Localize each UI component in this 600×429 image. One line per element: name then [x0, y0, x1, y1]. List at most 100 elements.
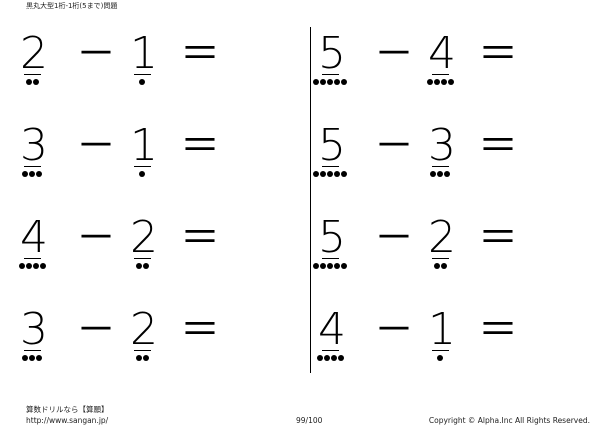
counting-dot: [341, 79, 347, 85]
counting-dot: [341, 171, 347, 177]
minuend-counting-dots: [313, 263, 347, 270]
minuend-counting-dots: [19, 263, 46, 270]
minuend-operand: 3: [20, 120, 48, 178]
subtrahend-operand: 1: [130, 120, 158, 178]
subtrahend-digit: 2: [428, 212, 456, 263]
counting-dot: [444, 171, 450, 177]
counting-dot: [313, 79, 319, 85]
minuend-operand: 5: [313, 120, 347, 178]
subtrahend-counting-dots: [139, 171, 145, 178]
counting-dot: [143, 263, 149, 269]
counting-dot: [327, 263, 333, 269]
counting-dot: [327, 79, 333, 85]
subtrahend-operand: 1: [130, 28, 158, 86]
subtrahend-counting-dots: [427, 79, 454, 86]
subtraction-problem: 4－2＝: [19, 212, 280, 270]
subtrahend-underline: [432, 350, 449, 351]
counting-dot: [36, 355, 42, 361]
minuend-digit: 3: [20, 304, 48, 355]
minuend-operand: 5: [313, 28, 347, 86]
subtrahend-digit: 1: [130, 120, 158, 171]
minuend-underline: [24, 74, 41, 75]
subtrahend-digit: 1: [130, 28, 158, 79]
subtrahend-underline: [432, 166, 449, 167]
minuend-counting-dots: [22, 171, 42, 178]
subtraction-problem: 4 － 1 ＝: [317, 304, 578, 362]
minus-sign: －: [76, 31, 116, 77]
subtrahend-operand: 2: [130, 212, 158, 270]
counting-dot: [313, 171, 319, 177]
counting-dot: [313, 263, 319, 269]
minuend-operand: 4: [317, 304, 346, 362]
subtrahend-counting-dots: [437, 355, 443, 362]
counting-dot: [139, 79, 145, 85]
minuend-underline: [24, 258, 41, 259]
minus-sign: －: [76, 215, 116, 261]
counting-dot: [136, 355, 142, 361]
minuend-digit: 3: [20, 120, 48, 171]
equals-sign: ＝: [180, 31, 220, 77]
minuend-operand: 3: [20, 304, 48, 362]
minuend-underline: [24, 166, 41, 167]
equals-sign: ＝: [478, 307, 518, 353]
subtrahend-digit: 2: [130, 212, 158, 263]
counting-dot: [320, 79, 326, 85]
subtrahend-underline: [432, 258, 449, 259]
subtrahend-counting-dots: [136, 263, 149, 270]
subtrahend-underline: [134, 74, 151, 75]
minuend-underline: [322, 350, 339, 351]
page-title: 黒丸大型1桁-1桁(5まで)問題: [26, 2, 118, 10]
minuend-digit: 5: [318, 28, 346, 79]
subtraction-problem: 3 － 1 ＝: [20, 120, 280, 178]
counting-dot: [29, 355, 35, 361]
subtraction-problem: 5 － 2 ＝: [313, 212, 578, 270]
subtrahend-operand: 4: [427, 28, 456, 86]
subtrahend-digit: 2: [130, 304, 158, 355]
equals-sign: ＝: [478, 123, 518, 169]
subtraction-problem: 3－2＝: [20, 304, 280, 362]
subtrahend-digit: 1: [428, 304, 456, 355]
minus-sign: －: [374, 123, 414, 169]
minuend-digit: 5: [318, 120, 346, 171]
footer-url-link[interactable]: http://www.sangan.jp/: [26, 416, 109, 425]
minus-sign: －: [374, 307, 414, 353]
subtraction-problem: 2 － 1 ＝: [20, 28, 280, 86]
counting-dot: [441, 263, 447, 269]
minuend-digit: 4: [318, 304, 346, 355]
counting-dot: [136, 263, 142, 269]
minuend-underline: [322, 74, 339, 75]
minuend-counting-dots: [22, 355, 42, 362]
subtraction-problem: 5 － 3 ＝: [313, 120, 578, 178]
minuend-underline: [24, 350, 41, 351]
footer-page-number: 99/100: [296, 416, 323, 425]
counting-dot: [22, 171, 28, 177]
minuend-operand: 5: [313, 212, 347, 270]
subtrahend-counting-dots: [136, 355, 149, 362]
subtrahend-underline: [134, 166, 151, 167]
counting-dot: [437, 355, 443, 361]
counting-dot: [139, 171, 145, 177]
minuend-digit: 5: [318, 212, 346, 263]
counting-dot: [334, 263, 340, 269]
subtraction-problem: 5－4＝: [313, 28, 578, 86]
minuend-operand: 2: [20, 32, 48, 86]
subtrahend-operand: 2: [428, 212, 456, 270]
counting-dot: [26, 263, 32, 269]
counting-dot: [430, 171, 436, 177]
counting-dot: [434, 263, 440, 269]
subtrahend-digit: 4: [428, 28, 456, 79]
minuend-counting-dots: [317, 355, 344, 362]
counting-dot: [33, 79, 39, 85]
equals-sign: ＝: [180, 123, 220, 169]
minuend-underline: [322, 258, 339, 259]
subtrahend-digit: 3: [428, 120, 456, 171]
counting-dot: [29, 171, 35, 177]
equals-sign: ＝: [478, 215, 518, 261]
counting-dot: [427, 79, 433, 85]
minus-sign: －: [76, 123, 116, 169]
subtrahend-underline: [134, 350, 151, 351]
counting-dot: [320, 263, 326, 269]
minus-sign: －: [374, 215, 414, 261]
minuend-underline: [322, 166, 339, 167]
subtrahend-operand: 1: [428, 304, 456, 362]
